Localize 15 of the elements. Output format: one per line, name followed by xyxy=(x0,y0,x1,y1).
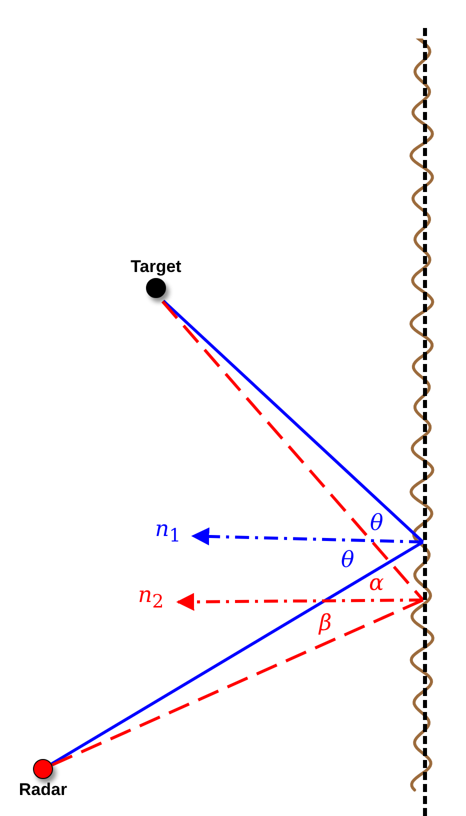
arrow xyxy=(176,592,424,611)
angle-label: α xyxy=(369,572,384,596)
angle-label: θ xyxy=(370,512,384,536)
point-label: Radar xyxy=(18,779,68,801)
normal-label: n$_{1}$ xyxy=(155,516,182,548)
arrow xyxy=(191,527,424,546)
normal-label: n$_{2}$ xyxy=(138,582,165,614)
angle-label: β xyxy=(319,612,332,636)
ray-line xyxy=(162,300,424,544)
ray-line xyxy=(52,598,424,766)
ray-line xyxy=(161,300,424,601)
point-label: Target xyxy=(130,256,182,278)
wall-line xyxy=(423,28,427,816)
angle-label: θ xyxy=(341,549,354,573)
ray-line xyxy=(50,540,424,766)
